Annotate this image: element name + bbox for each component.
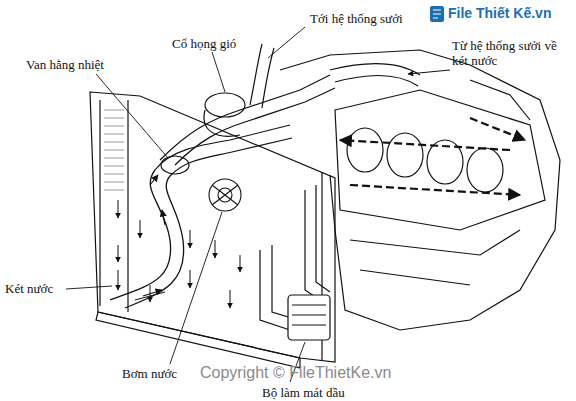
part-label: Van hằng nhiệt [26, 57, 104, 72]
part-label: Bộ làm mát dầu [262, 385, 345, 400]
part-label: Tới hệ thống sưởi [310, 11, 403, 26]
part-label: Két nước [5, 281, 53, 296]
part-label: Bơm nước [122, 366, 177, 381]
logo-text: File Thiết Kế.vn [448, 6, 551, 21]
part-label: Cổ họng gió [172, 36, 236, 51]
watermark: Copyright © FileThietKe.vn [200, 363, 391, 383]
part-label: Từ hệ thống sưởi về két nước [452, 38, 574, 68]
